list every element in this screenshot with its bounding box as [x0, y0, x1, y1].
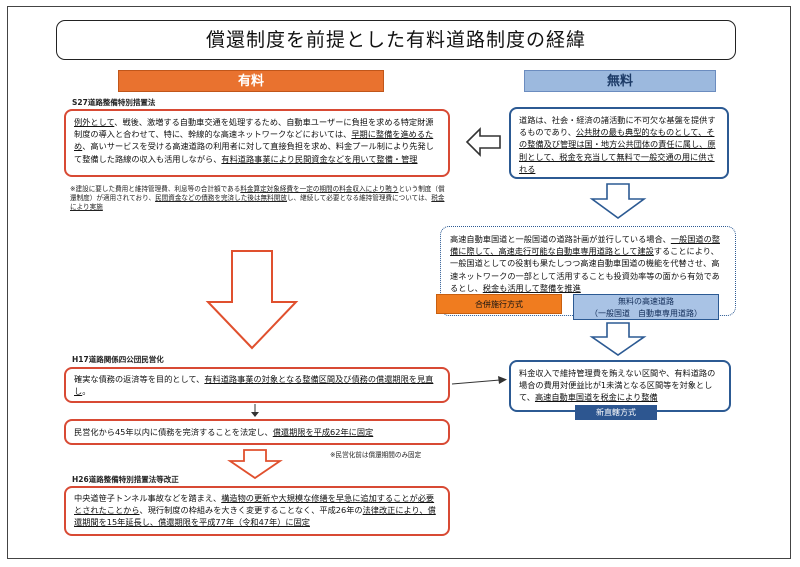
h17-box-1: 確実な債務の返済等を目的として、有料道路事業の対象となる整備区間及び債務の償還期… — [64, 367, 450, 403]
highway-text-4: 税金も活用して整備を推進 — [482, 282, 581, 293]
blue-down-arrow-icon-1 — [589, 183, 647, 219]
s27-note-e: し、継続して必要となる維持管理費については、 — [286, 194, 432, 202]
h17-note: ※民営化前は償還期間のみ固定 — [330, 451, 422, 459]
s27-label: S27道路整備特別措置法 — [72, 98, 156, 107]
s27-text-4: 、高いサービスを受ける高速道路の利用者に対して直接負担を求め、料金プール制により… — [74, 141, 434, 164]
small-down-arrow-icon — [251, 404, 259, 417]
s27-text-3: 早期に整備を進めるため — [74, 129, 434, 152]
s27-note-a: ※建設に要した費用と維持管理費、利息等の合計額である — [70, 185, 241, 193]
direct-text-2: 高速自動車国道を税金により整備 — [534, 392, 658, 403]
s27-note-b: 料金算定対象経費を一定の期間の料金収入により賄う — [240, 185, 399, 193]
free-text-3: 原則として、税金を充当して無料で一般交通の用に供される — [519, 139, 716, 174]
tag-new-direct-control: 新直轄方式 — [575, 405, 657, 420]
h17-box2-text-a: 民営化から45年以内に債務を完済することを法定し、 — [74, 427, 273, 437]
h26-label: H26道路整備特別措置法等改正 — [72, 475, 179, 484]
orange-down-arrow-icon-2 — [227, 449, 283, 480]
direct-control-box: 料金収入で維持管理費を賄えない区間や、有料道路の場合の費用対便益比が1未満となる… — [509, 360, 731, 412]
s27-text-1: 例外として — [74, 117, 115, 127]
s27-note-d: 民間資金などの債務を完済した後は無料開放 — [155, 194, 287, 202]
s27-note: ※建設に要した費用と維持管理費、利息等の合計額である料金算定対象経費を一定の期間… — [70, 185, 448, 212]
header-paid: 有料 — [118, 70, 384, 92]
h17-box-2: 民営化から45年以内に債務を完済することを法定し、償還期限を平成62年に固定 — [64, 419, 450, 445]
s27-note-f: 税金により実施 — [70, 194, 445, 211]
blue-down-arrow-icon-2 — [589, 322, 647, 356]
h26-text-1: 中央道笹子トンネル事故などを踏まえ、 — [74, 493, 222, 503]
s27-text-6: ・管理 — [392, 153, 418, 164]
right-line-arrow-icon — [451, 376, 507, 385]
direct-text-1: 料金収入で維持管理費を賄えない区間や、有料道路の場合の費用対便益比が1未満となる… — [519, 368, 716, 403]
h17-box1-text-c: 。 — [82, 386, 91, 397]
s27-note-c: という制度（償還制度）が適用されており、 — [70, 185, 445, 202]
tag-free-highway: 無料の高速道路 （一般国道 自動車専用道路） — [573, 294, 719, 320]
h17-box1-text-b: 有料道路事業の対象となる整備区間及び債務の償還期限を見直し — [74, 374, 434, 397]
highway-text-2: 一般国道の整備に際して、高速走行可能な自動車専用道路として建設 — [450, 234, 720, 257]
tag-merged-construction: 合併施行方式 — [436, 294, 562, 314]
orange-down-arrow-icon — [205, 250, 299, 350]
free-principle-box: 道路は、社会・経済の諸活動に不可欠な基盤を提供するものであり、公共財の最も典型的… — [509, 107, 729, 179]
h17-box2-text-b: 償還期限を平成62年に固定 — [272, 427, 374, 437]
h26-text-2: 構造物の更新や大規模な修繕を早急に追加することが必要とされたことから — [74, 493, 435, 516]
h26-box: 中央道笹子トンネル事故などを踏まえ、構造物の更新や大規模な修繕を早急に追加するこ… — [64, 486, 450, 536]
h17-box1-text-a: 確実な債務の返済等を目的として、 — [74, 374, 205, 384]
tag-free-highway-line2: （一般国道 自動車専用道路） — [590, 309, 702, 318]
highway-text-3: することにより、一般国道としての役割も果たしつつ高速自動車国道の機能を代替させ、… — [450, 246, 720, 293]
s27-box: 例外として、戦後、激増する自動車交通を処理するため、自動車ユーザーに負担を求める… — [64, 109, 450, 177]
h26-text-3: 、現行制度の枠組みを大きく変更することなく、平成26年の — [139, 505, 363, 516]
header-free: 無料 — [524, 70, 716, 92]
left-arrow-icon — [465, 127, 501, 157]
free-text-2: 公共財の最も典型的なものとして、その整備及び管理は国・地方公共団体の責任に属し、 — [519, 127, 715, 150]
highway-text-1: 高速自動車国道と一般国道の道路計画が並行している場合、 — [450, 234, 671, 244]
tag-free-highway-line1: 無料の高速道路 — [618, 297, 674, 306]
h26-text-4: 法律改正により、償還期間を15年延長し、償還期限を平成77年（令和47年）に固定 — [74, 505, 436, 528]
page-title: 償還制度を前提とした有料道路制度の経緯 — [56, 20, 736, 60]
s27-text-2: 、戦後、激増する自動車交通を処理するため、自動車ユーザーに負担を求める特定財源制… — [74, 117, 434, 140]
free-text-1: 道路は、社会・経済の諸活動に不可欠な基盤を提供するものであり、 — [519, 115, 716, 138]
h17-label: H17道路関係四公団民営化 — [72, 355, 164, 364]
s27-text-5: 有料道路事業により民間資金などを用いて整備 — [221, 153, 393, 164]
